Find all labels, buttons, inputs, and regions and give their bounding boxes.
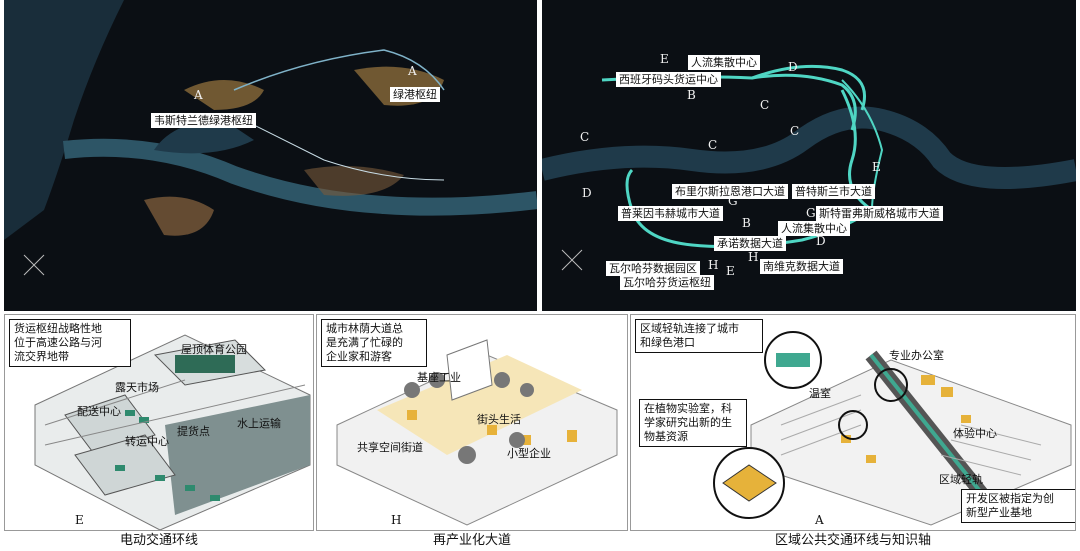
zone-letter: B: [742, 216, 751, 230]
diagram-label: 露天市场: [115, 381, 159, 394]
map-left: A A 韦斯特兰德绿港枢纽 绿港枢纽: [4, 0, 537, 311]
zone-letter: A: [194, 88, 203, 102]
diagram-label: 温室: [809, 387, 831, 400]
zone-letter: D: [788, 60, 798, 74]
zone-letter: E: [75, 513, 84, 527]
callout-box: 区域轻轨连接了城市 和绿色港口: [635, 319, 763, 353]
diagram-label: 提货点: [177, 425, 210, 438]
panel-reindustrial-avenue: 城市林荫大道总 是充满了忙碌的 企业家和游客 基座工业 街头生活 共享空间街道 …: [316, 314, 628, 531]
zone-letter: C: [580, 130, 590, 144]
diagram-label: 转运中心: [125, 435, 169, 448]
map-label: 普特斯兰市大道: [792, 184, 875, 199]
callout-box: 货运枢纽战略性地 位于高速公路与河 流交界地带: [9, 319, 131, 367]
panel-caption: 电动交通环线: [119, 533, 198, 548]
map-label: 瓦尔哈芬货运枢纽: [620, 275, 714, 290]
map-label: 韦斯特兰德绿港枢纽: [151, 113, 256, 128]
zone-letter: G: [728, 194, 738, 208]
callout-box: 城市林荫大道总 是充满了忙碌的 企业家和游客: [321, 319, 427, 367]
diagram-label: 小型企业: [507, 447, 551, 460]
zone-letter: D: [582, 186, 592, 200]
callout-box: 开发区被指定为创 新型产业基地: [961, 489, 1075, 523]
zone-letter: A: [815, 513, 824, 527]
zone-letter: C: [790, 124, 800, 138]
diagram-label: 共享空间街道: [357, 441, 423, 454]
map-label: 承诺数据大道: [714, 236, 786, 251]
diagram-label: 配送中心: [77, 405, 121, 418]
zone-letter: E: [660, 52, 669, 66]
callout-box: 在植物实验室，科 学家研究出新的生 物基资源: [639, 399, 747, 447]
diagram-label: 体验中心: [953, 427, 997, 440]
map-label: 瓦尔哈芬数据园区: [606, 261, 700, 276]
panel-caption: 再产业化大道: [432, 533, 511, 548]
map-right: E D B C C C C D E D G B G D H H E 人流集散中心…: [542, 0, 1076, 311]
map-label: 人流集散中心: [688, 55, 760, 70]
diagram-label: 基座工业: [417, 371, 461, 384]
panel-illustration: [713, 331, 1072, 526]
panel-illustration: [336, 339, 618, 526]
diagram-label: 专业办公室: [889, 349, 944, 362]
map-label: 人流集散中心: [778, 221, 850, 236]
zone-letter: H: [708, 258, 719, 272]
zone-letter: E: [872, 160, 881, 174]
zone-letter: A: [408, 64, 417, 78]
panel-electric-loop: 货运枢纽战略性地 位于高速公路与河 流交界地带 屋顶体育公园 露天市场 配送中心…: [4, 314, 314, 531]
zone-letter: H: [391, 513, 402, 527]
zone-letter: G: [806, 206, 816, 220]
panel-regional-transit: 区域轻轨连接了城市 和绿色港口 在植物实验室，科 学家研究出新的生 物基资源 开…: [630, 314, 1076, 531]
diagram-label: 水上运输: [237, 417, 281, 430]
panel-caption: 区域公共交通环线与知识轴: [774, 533, 931, 548]
panel-illustration: [34, 334, 311, 530]
zone-letter: D: [816, 234, 826, 248]
diagram-label: 屋顶体育公园: [181, 343, 247, 356]
zone-letter: C: [760, 98, 770, 112]
zone-letter: B: [687, 88, 696, 102]
zone-letter: C: [708, 138, 718, 152]
map-label: 绿港枢纽: [390, 87, 440, 102]
map-label: 南维克数据大道: [760, 259, 843, 274]
map-left-graphic: [4, 0, 537, 311]
map-label: 西班牙码头货运中心: [616, 72, 721, 87]
diagram-label: 街头生活: [477, 413, 521, 426]
diagram-label: 区域轻轨: [939, 473, 983, 486]
zone-letter: H: [748, 250, 759, 264]
map-label: 斯特雷弗斯威格城市大道: [816, 206, 943, 221]
map-label: 普莱因韦赫城市大道: [618, 206, 723, 221]
map-label: 布里尔斯拉恩港口大道: [672, 184, 788, 199]
zone-letter: E: [726, 264, 735, 278]
